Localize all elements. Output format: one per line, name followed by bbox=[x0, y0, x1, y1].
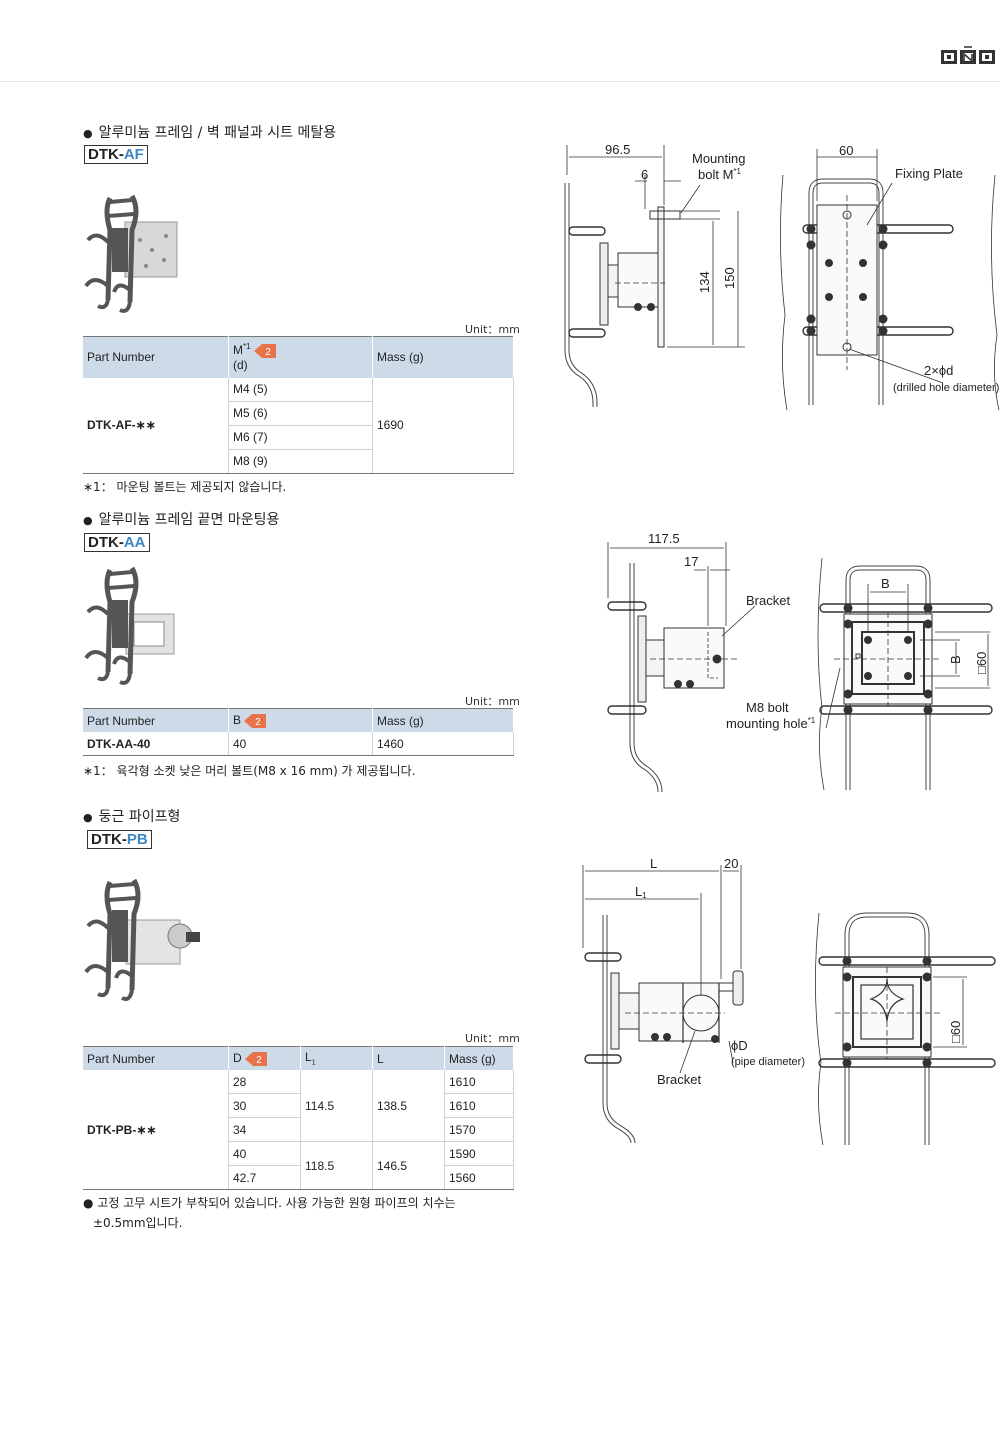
spec-table-pb: Part Number D 2 L1 L Mass (g) DTK-PB-∗∗ … bbox=[83, 1046, 514, 1190]
svg-text:6: 6 bbox=[641, 167, 648, 182]
section-heading-af: ●알루미늄 프레임 / 벽 패널과 시트 메탈용 bbox=[83, 125, 337, 141]
product-photo-aa bbox=[84, 566, 175, 685]
mass-cell: 1560 bbox=[444, 1165, 514, 1190]
svg-text:20: 20 bbox=[724, 856, 738, 871]
col-header-m: M*1 2 (d) bbox=[228, 336, 373, 378]
col-header-part-number: Part Number bbox=[83, 708, 229, 732]
d-value-cell: 40 bbox=[228, 1141, 301, 1166]
ref-tag-icon: 2 bbox=[245, 1051, 268, 1066]
l-value-cell: 146.5 bbox=[372, 1141, 445, 1190]
svg-text:□60: □60 bbox=[974, 652, 989, 674]
mass-cell: 1460 bbox=[372, 732, 514, 756]
svg-text:(pipe diameter): (pipe diameter) bbox=[731, 1056, 805, 1068]
section-heading-aa: ●알루미늄 프레임 끝면 마운팅용 bbox=[83, 512, 280, 528]
svg-text:117.5: 117.5 bbox=[648, 531, 680, 546]
svg-text:134: 134 bbox=[697, 271, 712, 293]
header-rule bbox=[0, 81, 1000, 82]
col-header-d: D 2 bbox=[228, 1046, 301, 1070]
product-photo-pb bbox=[84, 878, 200, 1001]
unit-label-pb: Unit：mm bbox=[465, 1032, 520, 1045]
col-header-mass: Mass (g) bbox=[372, 708, 514, 732]
col-header-b: B 2 bbox=[228, 708, 373, 732]
product-photo-af bbox=[84, 194, 178, 313]
svg-text:150: 150 bbox=[722, 267, 737, 289]
m-value-cell: M8 (9) bbox=[228, 449, 373, 474]
model-label-aa: DTK-AA bbox=[84, 533, 150, 552]
footnote-af: ∗1： 마운팅 볼트는 제공되지 않습니다. bbox=[83, 480, 287, 494]
l-value-cell: 138.5 bbox=[372, 1070, 445, 1142]
l1-value-cell: 114.5 bbox=[300, 1070, 373, 1142]
col-header-mass: Mass (g) bbox=[444, 1046, 514, 1070]
svg-text:Fixing Plate: Fixing Plate bbox=[895, 166, 963, 181]
col-header-mass: Mass (g) bbox=[372, 336, 514, 378]
svg-text:2: 2 bbox=[256, 1055, 262, 1066]
svg-text:2: 2 bbox=[265, 347, 271, 358]
svg-text:bolt M*1: bolt M*1 bbox=[698, 167, 742, 182]
svg-text:Mounting: Mounting bbox=[692, 151, 745, 166]
section-heading-pb: ●둥근 파이프형 bbox=[83, 809, 181, 825]
col-header-part-number: Part Number bbox=[83, 1046, 229, 1070]
mass-cell: 1610 bbox=[444, 1093, 514, 1118]
svg-text:mounting hole*1: mounting hole*1 bbox=[726, 716, 816, 731]
d-value-cell: 42.7 bbox=[228, 1165, 301, 1190]
svg-text:17: 17 bbox=[684, 554, 698, 569]
unit-label-af: Unit：mm bbox=[465, 323, 520, 336]
svg-text:B: B bbox=[881, 576, 890, 591]
ref-tag-icon: 2 bbox=[244, 713, 267, 728]
mass-cell: 1570 bbox=[444, 1117, 514, 1142]
svg-text:B: B bbox=[948, 655, 963, 664]
model-label-pb: DTK-PB bbox=[87, 830, 152, 849]
mass-cell: 1690 bbox=[372, 377, 514, 474]
l1-value-cell: 118.5 bbox=[300, 1141, 373, 1190]
svg-text:(drilled hole diameter): (drilled hole diameter) bbox=[893, 382, 999, 394]
footnote-pb-line2: ±0.5mm입니다. bbox=[93, 1216, 183, 1230]
svg-text:Bracket: Bracket bbox=[746, 593, 790, 608]
dimension-drawing-pb: L L1 20 ϕD (pipe diameter) Bracket □60 bbox=[582, 856, 996, 1146]
model-label-af: DTK-AF bbox=[84, 145, 148, 164]
mass-cell: 1590 bbox=[444, 1141, 514, 1166]
mass-cell: 1610 bbox=[444, 1070, 514, 1094]
part-number-cell: DTK-AA-40 bbox=[83, 732, 229, 756]
svg-text:60: 60 bbox=[839, 143, 853, 158]
col-header-part-number: Part Number bbox=[83, 336, 229, 378]
col-header-l: L bbox=[372, 1046, 445, 1070]
svg-text:M8 bolt: M8 bolt bbox=[746, 700, 789, 715]
part-number-cell: DTK-PB-∗∗ bbox=[83, 1070, 229, 1190]
m-value-cell: M5 (6) bbox=[228, 401, 373, 426]
ref-tag-icon: 2 bbox=[253, 344, 276, 359]
m-value-cell: M6 (7) bbox=[228, 425, 373, 450]
svg-text:2: 2 bbox=[256, 717, 262, 728]
svg-text:□60: □60 bbox=[948, 1021, 963, 1043]
brand-logo-icon bbox=[941, 46, 995, 64]
svg-text:L: L bbox=[650, 856, 657, 871]
spec-table-af: Part Number M*1 2 (d) Mass (g) DTK-AF-∗∗… bbox=[83, 336, 514, 474]
m-value-cell: M4 (5) bbox=[228, 377, 373, 402]
d-value-cell: 30 bbox=[228, 1093, 301, 1118]
footnote-aa: ∗1： 육각형 소켓 낮은 머리 볼트(M8 x 16 mm) 가 제공됩니다. bbox=[83, 764, 416, 778]
d-value-cell: 28 bbox=[228, 1070, 301, 1094]
col-header-l1: L1 bbox=[300, 1046, 373, 1070]
part-number-cell: DTK-AF-∗∗ bbox=[83, 377, 229, 474]
svg-text:ϕD: ϕD bbox=[731, 1038, 748, 1053]
dimension-drawing-aa: 117.5 17 Bracket M8 bolt mounting hole*1… bbox=[607, 531, 993, 793]
spec-table-aa: Part Number B 2 Mass (g) DTK-AA-40 40 14… bbox=[83, 708, 514, 756]
unit-label-aa: Unit：mm bbox=[465, 695, 520, 708]
b-value-cell: 40 bbox=[228, 732, 373, 756]
svg-text:L1: L1 bbox=[635, 884, 647, 900]
footnote-pb-line1: ● 고정 고무 시트가 부착되어 있습니다. 사용 가능한 원형 파이프의 치수… bbox=[83, 1196, 456, 1210]
svg-text:96.5: 96.5 bbox=[605, 142, 630, 157]
dimension-drawing-af: 96.5 6 Mounting bolt M*1 134 150 60 Fixi… bbox=[564, 142, 999, 411]
svg-text:Bracket: Bracket bbox=[657, 1072, 701, 1087]
d-value-cell: 34 bbox=[228, 1117, 301, 1142]
svg-text:2×ϕd: 2×ϕd bbox=[924, 363, 953, 378]
